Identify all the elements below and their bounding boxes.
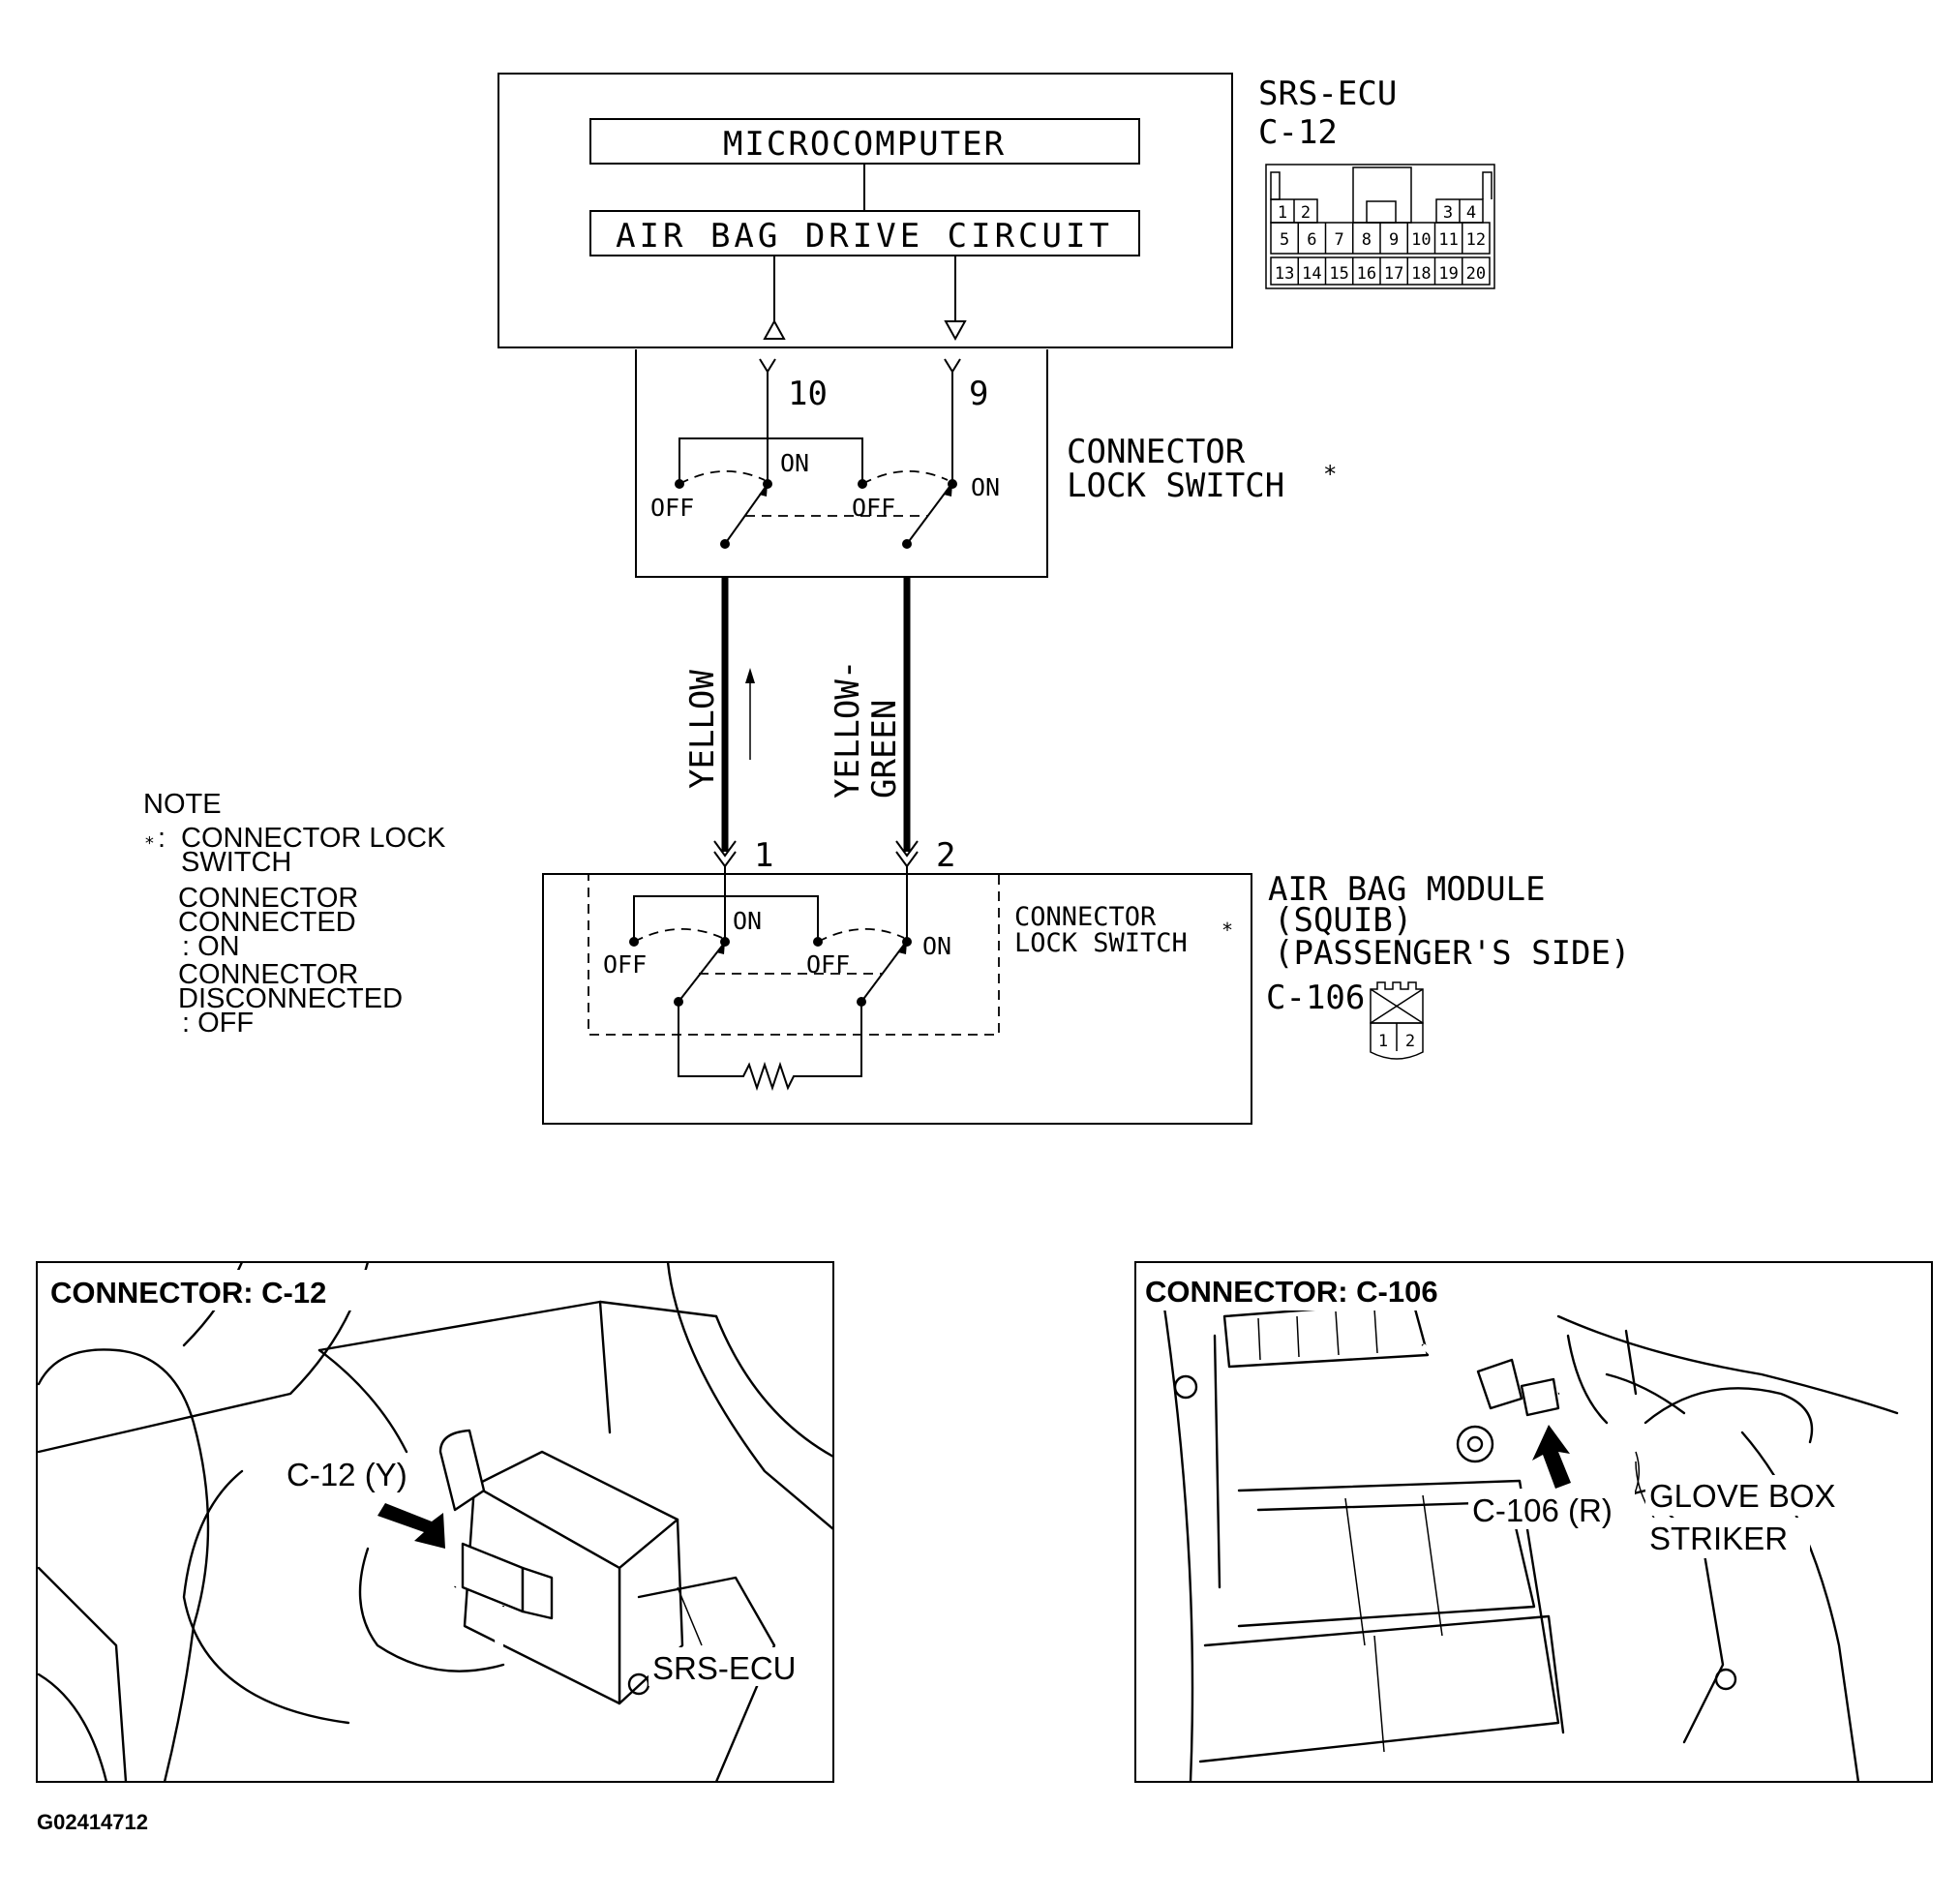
callout-glove-box: GLOVE BOX <box>1649 1478 1836 1514</box>
lower-on-left: ON <box>733 907 762 935</box>
c12-pin-label: 12 <box>1466 230 1486 250</box>
lower-lock-switch-label-2: LOCK SWITCH <box>1014 928 1188 958</box>
c12-pin-label: 15 <box>1329 264 1348 284</box>
panel-c12-frame <box>36 1261 834 1783</box>
note-line-7: DISCONNECTED <box>178 983 403 1014</box>
panel-c12: CONNECTOR: C-12 C-12 (Y) SRS-ECU <box>36 1261 834 1783</box>
note-colon: : <box>158 823 166 854</box>
c12-pin-label: 6 <box>1307 230 1316 250</box>
ecu-connector-label: C-12 <box>1258 113 1338 152</box>
c12-pin-label: 9 <box>1389 230 1399 250</box>
ecu-pin-10: 10 <box>788 375 828 413</box>
air-bag-module: OFF ON OFF ON CONNECTOR LOCK SWITCH * AI… <box>542 866 1630 1125</box>
lower-lock-switch-label-1: CONNECTOR <box>1014 902 1157 932</box>
microcomputer-label: MICROCOMPUTER <box>723 125 1006 164</box>
c12-pin-label: 18 <box>1411 264 1431 284</box>
lower-off-right: OFF <box>806 950 850 979</box>
c12-pin-label: 13 <box>1275 264 1294 284</box>
module-label-3: (PASSENGER'S SIDE) <box>1274 934 1630 973</box>
module-label-1: AIR BAG MODULE <box>1268 870 1546 909</box>
c12-pin-label: 14 <box>1302 264 1321 284</box>
panel-c12-title: CONNECTOR: C-12 <box>50 1276 326 1310</box>
note-title: NOTE <box>143 789 222 820</box>
upper-lock-switch: 10 9 OFF ON OFF ON CONNECTOR LOCK SWITCH… <box>635 349 1337 578</box>
figure-id: G02414712 <box>37 1810 148 1834</box>
note-line-4: CONNECTED <box>178 907 356 938</box>
note-line-5: : ON <box>182 931 240 962</box>
c12-pin-label: 7 <box>1335 230 1344 250</box>
c12-pin-label: 17 <box>1384 264 1403 284</box>
callout-c106-connector: C-106 (R) <box>1472 1492 1613 1528</box>
c12-pin-label: 1 <box>1278 203 1287 223</box>
module-pin-2: 2 <box>936 836 955 875</box>
note-line-3: CONNECTOR <box>178 883 358 914</box>
c106-pin-2: 2 <box>1405 1032 1415 1051</box>
c12-pin-label: 20 <box>1466 264 1486 284</box>
c12-illustration <box>37 1262 833 1782</box>
c106-pointer-arrow <box>1532 1425 1571 1489</box>
srs-ecu-block: MICROCOMPUTER AIR BAG DRIVE CIRCUIT <box>498 73 1233 348</box>
harness-wires: YELLOW YELLOW- GREEN 1 2 <box>683 577 955 875</box>
lower-asterisk: * <box>1221 919 1233 942</box>
callout-srs-ecu: SRS-ECU <box>652 1650 797 1686</box>
note-line-6: CONNECTOR <box>178 959 358 990</box>
c12-pin-label: 2 <box>1301 203 1311 223</box>
upper-asterisk: * <box>1323 461 1337 488</box>
module-switch-boundary <box>588 873 1000 1036</box>
panel-c106-frame <box>1134 1261 1933 1783</box>
ecu-name-label: SRS-ECU <box>1258 75 1397 113</box>
note-asterisk: * <box>144 833 155 854</box>
callout-c12-connector: C-12 (Y) <box>286 1457 407 1492</box>
c12-pin-label: 11 <box>1438 230 1458 250</box>
lower-on-right: ON <box>922 932 951 960</box>
ecu-outline <box>498 73 1233 348</box>
lower-off-left: OFF <box>603 950 647 979</box>
ecu-pin-9: 9 <box>969 375 988 413</box>
module-outline <box>542 873 1252 1125</box>
upper-off-left: OFF <box>650 494 694 522</box>
squib-resistor <box>678 1002 862 1092</box>
c12-pin-label: 10 <box>1411 230 1431 250</box>
callout-striker: STRIKER <box>1649 1521 1788 1556</box>
note-line-8: : OFF <box>182 1008 254 1039</box>
input-triangle-down <box>944 320 967 342</box>
c12-pointer-arrow <box>377 1503 445 1549</box>
upper-on-right: ON <box>971 473 1000 501</box>
c106-connector-face: 1 2 <box>1370 981 1424 1060</box>
panel-c106-title: CONNECTOR: C-106 <box>1145 1275 1438 1309</box>
note-line-2: SWITCH <box>181 847 291 878</box>
c12-pin-label: 8 <box>1362 230 1372 250</box>
module-pin-1: 1 <box>754 836 773 875</box>
drive-circuit-label: AIR BAG DRIVE CIRCUIT <box>616 217 1113 256</box>
c12-pin-label: 4 <box>1466 203 1476 223</box>
c12-pin-label: 16 <box>1357 264 1376 284</box>
upper-lock-switch-label-1: CONNECTOR <box>1067 433 1246 471</box>
note-line-1: CONNECTOR LOCK <box>181 823 446 854</box>
upper-on-left: ON <box>780 449 809 477</box>
wire-label-yellow-green-2: GREEN <box>865 700 904 798</box>
c106-pin-1: 1 <box>1378 1032 1388 1051</box>
module-label-2: (SQUIB) <box>1274 901 1412 940</box>
wire-label-yellow: YELLOW <box>683 670 722 789</box>
drive-circuit-box <box>589 210 1140 256</box>
c12-pin-label: 3 <box>1443 203 1453 223</box>
wire-label-yellow-green-1: YELLOW- <box>829 660 867 798</box>
module-connector-label: C-106 <box>1266 979 1365 1017</box>
panel-c106: CONNECTOR: C-106 C-106 (R) GLOVE BOX STR… <box>1134 1261 1933 1783</box>
output-triangle-up <box>763 318 786 340</box>
c106-illustration <box>1160 1285 1899 1782</box>
c12-pin-label: 19 <box>1438 264 1458 284</box>
upper-off-right: OFF <box>852 494 895 522</box>
c12-pin-label: 5 <box>1280 230 1289 250</box>
upper-lock-switch-label-2: LOCK SWITCH <box>1067 467 1284 505</box>
note-block: NOTE * : CONNECTOR LOCK SWITCH CONNECTOR… <box>143 789 446 1039</box>
